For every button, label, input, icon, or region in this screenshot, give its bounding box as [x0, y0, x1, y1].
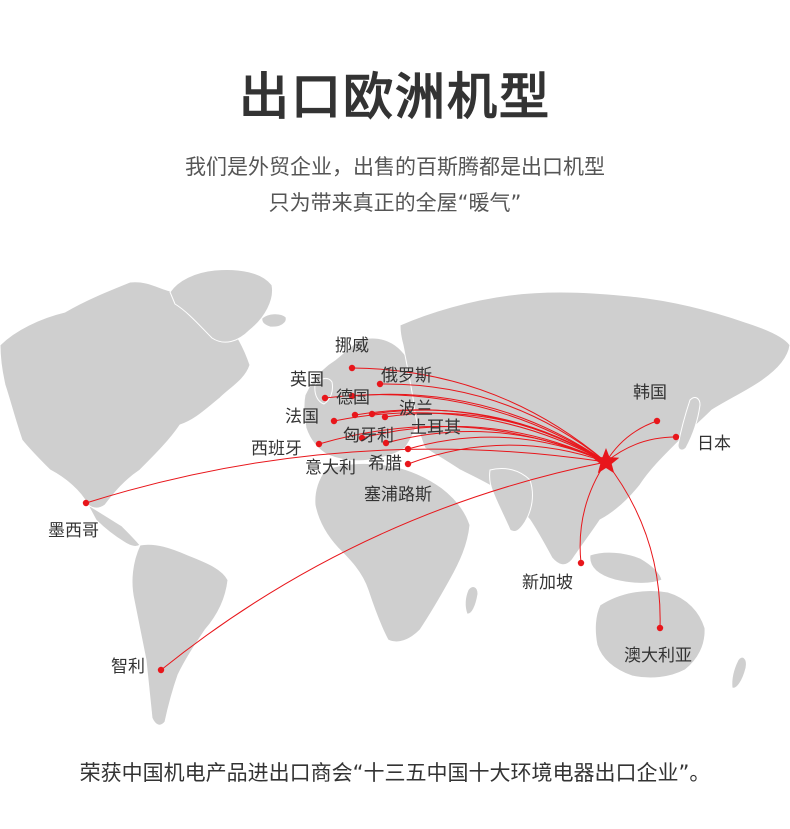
destination-dot-germany	[348, 392, 356, 400]
land-north-america	[0, 281, 251, 509]
land-japan	[677, 397, 701, 451]
label-chile: 智利	[111, 657, 145, 677]
destination-dot-italy	[358, 434, 366, 442]
destination-dot-spain	[315, 440, 323, 448]
route-line-norway	[351, 367, 607, 463]
label-japan: 日本	[697, 434, 731, 454]
destination-dot-chile	[157, 666, 165, 674]
destination-dot-hungary	[351, 411, 359, 419]
route-line-italy	[361, 425, 607, 463]
label-mexico: 墨西哥	[48, 521, 99, 541]
world-map	[0, 269, 790, 726]
destination-dot-france	[330, 417, 338, 425]
route-line-germany	[351, 393, 607, 463]
label-italy: 意大利	[305, 458, 356, 478]
destination-dot-mexico	[82, 499, 90, 507]
destination-dot-norway	[348, 364, 356, 372]
label-hungary: 匈牙利	[343, 426, 394, 446]
land-new-zealand	[731, 656, 747, 689]
land-iceland	[261, 313, 287, 328]
subtitle-line-2: 只为带来真正的全屋“暖气”	[268, 191, 522, 215]
label-poland: 波兰	[399, 399, 433, 419]
label-uk: 英国	[290, 370, 324, 390]
subtitle-line-1: 我们是外贸企业，出售的百斯腾都是出口机型	[185, 155, 605, 179]
label-australia: 澳大利亚	[624, 646, 692, 666]
route-line-greece	[385, 431, 607, 463]
destination-dot-singapore	[577, 559, 585, 567]
label-russia: 俄罗斯	[381, 366, 432, 386]
label-norway: 挪威	[335, 336, 369, 356]
china-hub-star-icon	[592, 448, 620, 474]
label-cyprus: 塞浦路斯	[364, 485, 432, 505]
label-spain: 西班牙	[251, 439, 302, 459]
destination-dot-turkey	[381, 413, 389, 421]
label-germany: 德国	[336, 388, 370, 408]
land-australia	[594, 590, 706, 679]
destination-dot-japan	[672, 433, 680, 441]
route-line-cyprus2	[407, 444, 607, 465]
route-lines	[85, 367, 677, 671]
destination-dots	[82, 364, 680, 674]
destination-dot-korea	[653, 417, 661, 425]
destination-dot-cyprus	[404, 445, 412, 453]
world-map-land	[0, 269, 790, 726]
land-greenland	[169, 269, 274, 343]
route-line-turkey	[384, 412, 607, 463]
land-india	[489, 467, 533, 533]
route-line-russia	[379, 383, 607, 463]
label-france: 法国	[285, 407, 319, 427]
route-line-australia	[605, 461, 661, 629]
award-statement: 荣获中国机电产品进出口商会“十三五中国十大环境电器出口企业”。	[79, 761, 711, 785]
label-singapore: 新加坡	[522, 573, 573, 593]
land-south-america	[131, 543, 229, 726]
route-line-chile	[160, 461, 607, 671]
destination-dot-australia	[656, 624, 664, 632]
route-line-cyprus	[407, 436, 607, 463]
label-korea: 韩国	[633, 383, 667, 403]
destination-dot-uk	[321, 394, 329, 402]
page-title: 出口欧洲机型	[239, 68, 551, 126]
destination-dot-poland	[368, 410, 376, 418]
destination-dot-greece	[382, 439, 390, 447]
destination-dot-russia	[376, 380, 384, 388]
destination-dot-cyprus2	[404, 460, 412, 468]
label-turkey: 土耳其	[410, 418, 461, 438]
route-line-mexico	[85, 448, 607, 504]
label-greece: 希腊	[368, 454, 402, 474]
land-africa	[314, 462, 471, 643]
route-line-korea	[605, 420, 658, 463]
land-madagascar	[464, 586, 479, 615]
land-se-asia-islands	[589, 551, 663, 584]
